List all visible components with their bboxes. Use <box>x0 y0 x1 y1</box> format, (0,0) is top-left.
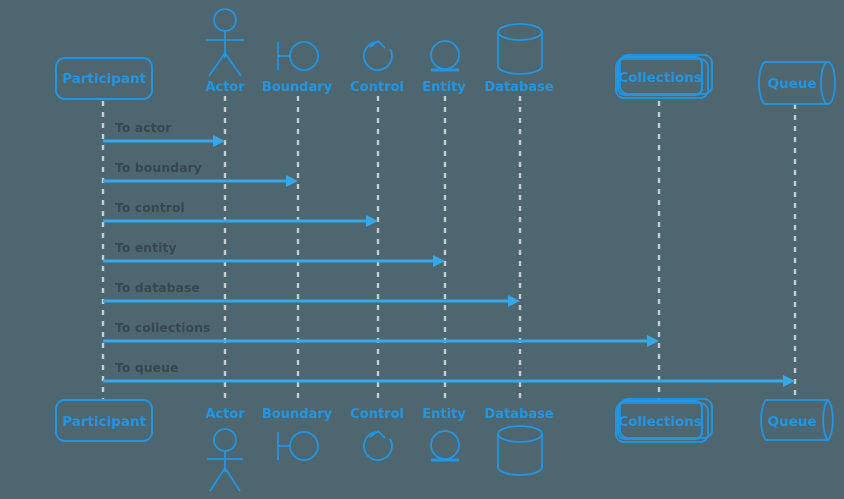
lifelines-group <box>101 96 797 400</box>
arrowhead-icon <box>366 215 378 227</box>
control-icon <box>362 429 393 461</box>
message-to-collections[interactable]: To collections <box>103 320 659 347</box>
participant-head-participant[interactable]: Participant <box>55 57 153 100</box>
participant-head-collections[interactable]: Collections <box>615 54 713 99</box>
participant-foot-label-participant: Participant <box>62 414 146 430</box>
arrowhead-icon <box>433 255 445 267</box>
participant-head-entity[interactable]: Entity <box>422 40 466 95</box>
participant-label-participant: Participant <box>62 71 146 87</box>
message-label-to-entity: To entity <box>115 240 177 255</box>
participant-foot-participant[interactable]: Participant <box>55 399 153 442</box>
message-to-actor[interactable]: To actor <box>103 120 225 147</box>
participant-foot-queue[interactable]: Queue <box>760 399 834 441</box>
collections-stack-icon <box>615 54 713 99</box>
participant-head-boundary[interactable]: Boundary <box>262 41 333 95</box>
queue-cylinder-icon <box>758 61 836 105</box>
message-label-to-boundary: To boundary <box>115 160 202 175</box>
arrowhead-icon <box>783 375 795 387</box>
message-label-to-control: To control <box>115 200 185 215</box>
participant-foot-label-queue: Queue <box>767 414 816 430</box>
participant-label-entity: Entity <box>422 80 466 95</box>
message-label-to-actor: To actor <box>115 120 172 135</box>
participant-head-database[interactable]: Database <box>484 23 554 95</box>
message-label-to-queue: To queue <box>115 360 179 375</box>
participant-head-queue[interactable]: Queue <box>758 61 836 105</box>
arrowhead-icon <box>647 335 659 347</box>
message-to-control[interactable]: To control <box>103 200 378 227</box>
entity-icon <box>430 40 460 72</box>
queue-cylinder-icon <box>760 399 834 441</box>
arrowhead-icon <box>286 175 298 187</box>
database-cylinder-icon <box>497 425 543 476</box>
message-label-to-database: To database <box>115 280 200 295</box>
participant-foot-label-database: Database <box>484 407 553 422</box>
participant-head-control[interactable]: Control <box>350 39 404 95</box>
actor-stick-figure-icon <box>206 8 244 77</box>
control-icon <box>362 39 393 71</box>
participant-label-database: Database <box>484 80 553 95</box>
entity-icon <box>430 430 460 462</box>
participant-label-queue: Queue <box>767 76 816 92</box>
database-cylinder-icon <box>497 23 543 75</box>
participant-label-boundary: Boundary <box>262 80 333 95</box>
message-to-queue[interactable]: To queue <box>103 360 795 387</box>
participant-head-actor[interactable]: Actor <box>205 8 245 95</box>
arrowhead-icon <box>508 295 520 307</box>
messages-group: To actor To boundary To control To entit… <box>103 120 795 387</box>
rounded-rectangle-icon <box>55 57 153 100</box>
actor-stick-figure-icon <box>207 428 243 492</box>
participant-foot-collections[interactable]: Collections <box>615 398 713 443</box>
message-to-entity[interactable]: To entity <box>103 240 445 267</box>
arrowhead-icon <box>213 135 225 147</box>
participant-foot-actor[interactable]: Actor <box>205 407 245 492</box>
message-to-database[interactable]: To database <box>103 280 520 307</box>
rounded-rectangle-icon <box>55 399 153 442</box>
participant-foot-control[interactable]: Control <box>350 407 404 461</box>
participant-foot-database[interactable]: Database <box>484 407 554 476</box>
participant-foot-label-entity: Entity <box>422 407 466 422</box>
participant-foot-boundary[interactable]: Boundary <box>262 407 333 461</box>
message-label-to-collections: To collections <box>115 320 210 335</box>
collections-stack-icon <box>615 398 713 443</box>
participant-foot-entity[interactable]: Entity <box>422 407 466 462</box>
boundary-icon <box>277 431 319 461</box>
participant-label-collections: Collections <box>618 70 702 86</box>
participant-foot-label-actor: Actor <box>205 407 245 422</box>
boundary-icon <box>277 41 319 71</box>
message-to-boundary[interactable]: To boundary <box>103 160 298 187</box>
participant-foot-label-control: Control <box>350 407 404 422</box>
participant-label-control: Control <box>350 80 404 95</box>
participant-foot-label-boundary: Boundary <box>262 407 333 422</box>
participant-label-actor: Actor <box>205 80 245 95</box>
participant-foot-label-collections: Collections <box>618 414 702 430</box>
